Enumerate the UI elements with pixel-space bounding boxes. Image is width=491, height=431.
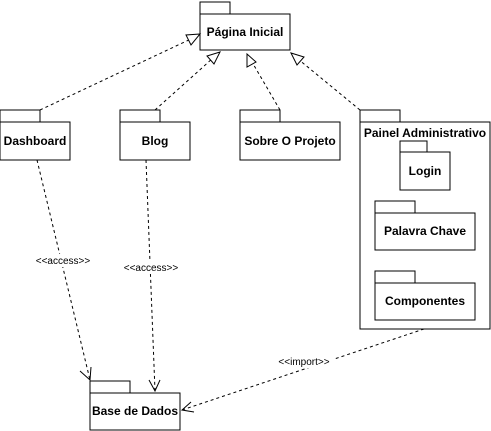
package-sobre-o-projeto-label: Sobre O Projeto bbox=[244, 134, 335, 148]
package-dashboard-label: Dashboard bbox=[4, 134, 67, 148]
dashboard-to-base-de-dados-access: <<access>> bbox=[32, 159, 94, 382]
blog-to-base-de-dados-access: <<access>> bbox=[120, 159, 182, 393]
package-base-de-dados[interactable]: Base de Dados bbox=[89, 380, 181, 431]
package-blog[interactable]: Blog bbox=[119, 109, 191, 161]
sobre-to-pagina-inicial-arrow bbox=[246, 52, 281, 111]
import-stereotype-label: <<import>> bbox=[278, 357, 329, 368]
package-base-de-dados-label: Base de Dados bbox=[92, 404, 178, 418]
access-stereotype-label: <<access>> bbox=[36, 256, 91, 267]
package-login[interactable]: Login bbox=[399, 140, 451, 191]
package-blog-label: Blog bbox=[142, 134, 169, 148]
blog-to-pagina-inicial-arrow bbox=[154, 51, 221, 111]
access-stereotype-label: <<access>> bbox=[124, 263, 179, 274]
package-painel-administrativo-label: Painel Administrativo bbox=[364, 126, 486, 140]
package-palavra-chave-label: Palavra Chave bbox=[384, 224, 466, 238]
painel-to-base-de-dados-import: <<import>> bbox=[180, 328, 425, 413]
package-componentes-label: Componentes bbox=[385, 294, 465, 308]
package-login-label: Login bbox=[409, 164, 442, 178]
package-palavra-chave[interactable]: Palavra Chave bbox=[374, 200, 476, 251]
painel-to-pagina-inicial-arrow bbox=[290, 52, 361, 111]
package-sobre-o-projeto[interactable]: Sobre O Projeto bbox=[239, 109, 341, 161]
package-dashboard[interactable]: Dashboard bbox=[0, 109, 71, 161]
dashboard-to-pagina-inicial-arrow bbox=[39, 33, 202, 111]
package-pagina-inicial-label: Página Inicial bbox=[207, 25, 284, 39]
package-componentes[interactable]: Componentes bbox=[374, 270, 476, 321]
package-pagina-inicial[interactable]: Página Inicial bbox=[199, 1, 291, 51]
